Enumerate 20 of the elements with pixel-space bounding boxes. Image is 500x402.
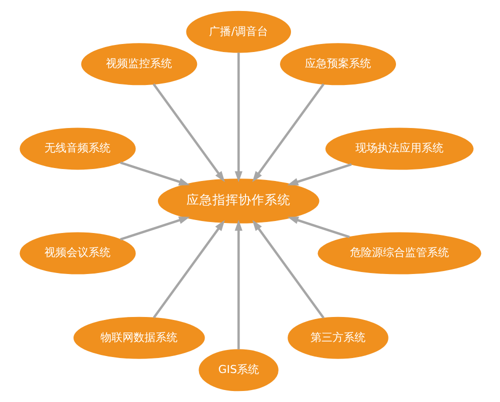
node-ellipse: 无线音频系统 <box>19 128 136 170</box>
arrow <box>252 220 324 319</box>
node-ellipse: GIS系统 <box>198 349 278 392</box>
arrow <box>152 220 224 318</box>
arrow <box>286 216 350 238</box>
arrow <box>120 161 190 186</box>
node-ellipse: 危险源综合监管系统 <box>317 232 481 274</box>
node-ellipse: 广播/调音台 <box>186 10 291 53</box>
node-ellipse: 视频会议系统 <box>19 232 136 274</box>
arrow <box>286 163 352 186</box>
arrow <box>234 220 242 350</box>
node-ellipse: 现场执法应用系统 <box>324 128 474 170</box>
arrow <box>152 83 224 182</box>
node-ellipse: 物联网数据系统 <box>72 316 204 359</box>
node-ellipse: 视频监控系统 <box>80 43 197 86</box>
node-ellipse: 第三方系统 <box>287 316 388 359</box>
arrow <box>120 216 190 241</box>
node-ellipse: 应急预案系统 <box>280 43 396 86</box>
arrow <box>234 52 242 182</box>
arrow <box>252 83 324 182</box>
